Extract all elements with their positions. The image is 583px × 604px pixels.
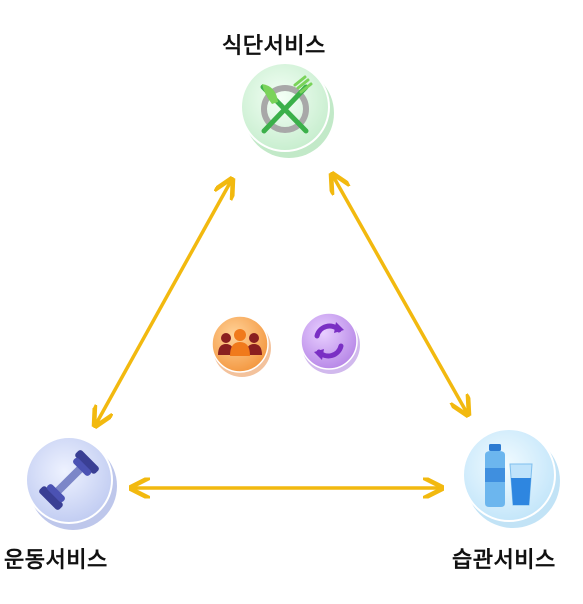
water-bottle-glass-icon [485,444,533,507]
habit-node [462,428,560,528]
diet-service-label: 식단서비스 [222,34,326,59]
cycle-refresh-icon [314,322,344,360]
fork-knife-plate-icon [260,75,313,134]
cycle-node [300,312,360,374]
exercise-node [25,436,117,530]
exercise-service-label: 운동서비스 [4,548,108,573]
diet-node [240,62,334,158]
dumbbell-icon [39,450,99,510]
arrow-diet-habit [333,176,467,413]
people-group-icon [218,329,262,356]
people-node [211,315,271,377]
arrow-diet-exercise [96,181,231,424]
arrows [96,176,467,488]
habit-service-label: 습관서비스 [452,548,556,573]
